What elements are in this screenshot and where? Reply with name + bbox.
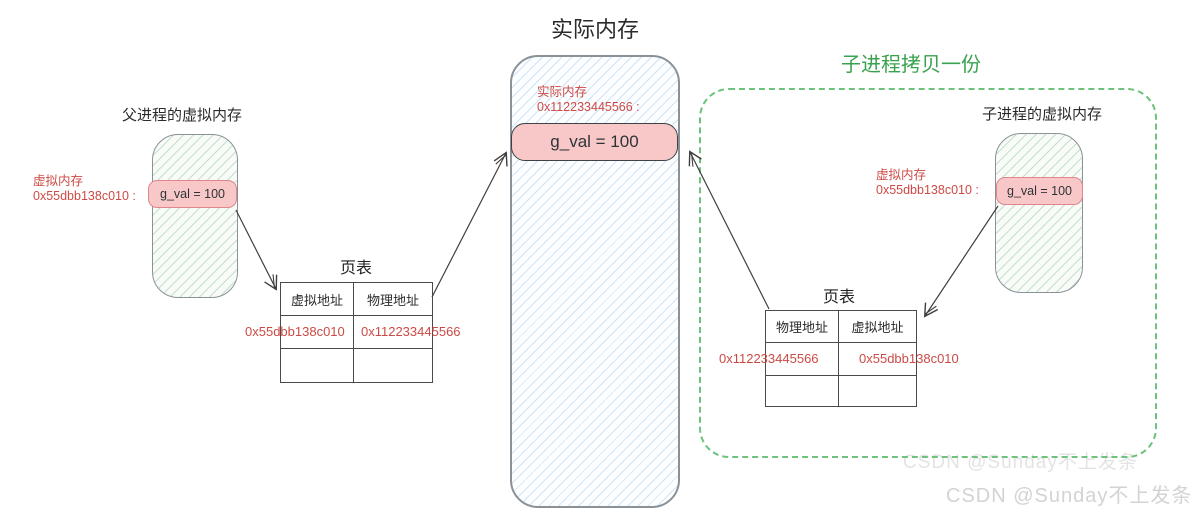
child-memory-label: 虚拟内存 0x55dbb138c010 : — [876, 168, 979, 197]
parent-table-cell-virtual — [281, 316, 354, 349]
actual-memory-label-line1: 实际内存 — [537, 85, 588, 99]
parent-title: 父进程的虚拟内存 — [122, 107, 243, 124]
child-table-virtual-address: 0x55dbb138c010 — [859, 351, 959, 366]
parent-table-physical-address: 0x112233445566 — [361, 324, 461, 339]
child-copy-banner: 子进程拷贝一份 — [841, 54, 981, 76]
parent-memory-cell: g_val = 100 — [148, 180, 237, 208]
main-title: 实际内存 — [550, 17, 639, 42]
parent-memory-address: 0x55dbb138c010 : — [33, 188, 136, 203]
parent-page-table-title: 页表 — [340, 260, 373, 277]
child-memory-address: 0x55dbb138c010 : — [876, 182, 979, 197]
parent-table-header-physical: 物理地址 — [354, 283, 432, 316]
actual-memory-cell: g_val = 100 — [511, 123, 678, 161]
parent-memory-rect — [152, 134, 238, 298]
parent-table-empty-2 — [354, 349, 432, 382]
child-table-cell-virtual — [839, 343, 916, 376]
child-page-table: 物理地址 虚拟地址 0x112233445566 0x55dbb138c010 — [719, 310, 959, 407]
actual-memory-address: 0x112233445566 : — [537, 99, 640, 114]
parent-page-table: 虚拟地址 物理地址 0x55dbb138c010 0x112233445566 — [245, 282, 461, 383]
child-table-header-virtual: 虚拟地址 — [839, 311, 916, 343]
parent-table-cell-physical — [354, 316, 432, 349]
child-title: 子进程的虚拟内存 — [982, 106, 1103, 123]
arrow-parent-table-to-actual-memory — [431, 151, 508, 298]
child-table-physical-address: 0x112233445566 — [719, 351, 819, 366]
child-memory-cell: g_val = 100 — [996, 177, 1083, 205]
parent-table-virtual-address: 0x55dbb138c010 — [245, 324, 345, 339]
parent-memory-label-line1: 虚拟内存 — [33, 174, 84, 188]
child-table-header-physical: 物理地址 — [766, 311, 839, 343]
actual-memory-rect — [510, 55, 680, 508]
child-copy-frame — [699, 88, 1157, 458]
parent-table-empty-1 — [281, 349, 354, 382]
arrow-parent-cell-to-page-table — [235, 209, 278, 291]
child-table-empty-1 — [766, 376, 839, 406]
parent-memory-label: 虚拟内存 0x55dbb138c010 : — [33, 174, 136, 203]
child-memory-label-line1: 虚拟内存 — [876, 168, 927, 182]
parent-table-header-virtual: 虚拟地址 — [281, 283, 354, 316]
actual-memory-label: 实际内存 0x112233445566 : — [537, 85, 640, 114]
watermark: CSDN @Sunday不上发条 — [946, 485, 1193, 507]
child-page-table-title: 页表 — [823, 289, 856, 306]
child-memory-rect — [995, 133, 1083, 293]
child-table-cell-physical — [766, 343, 839, 376]
